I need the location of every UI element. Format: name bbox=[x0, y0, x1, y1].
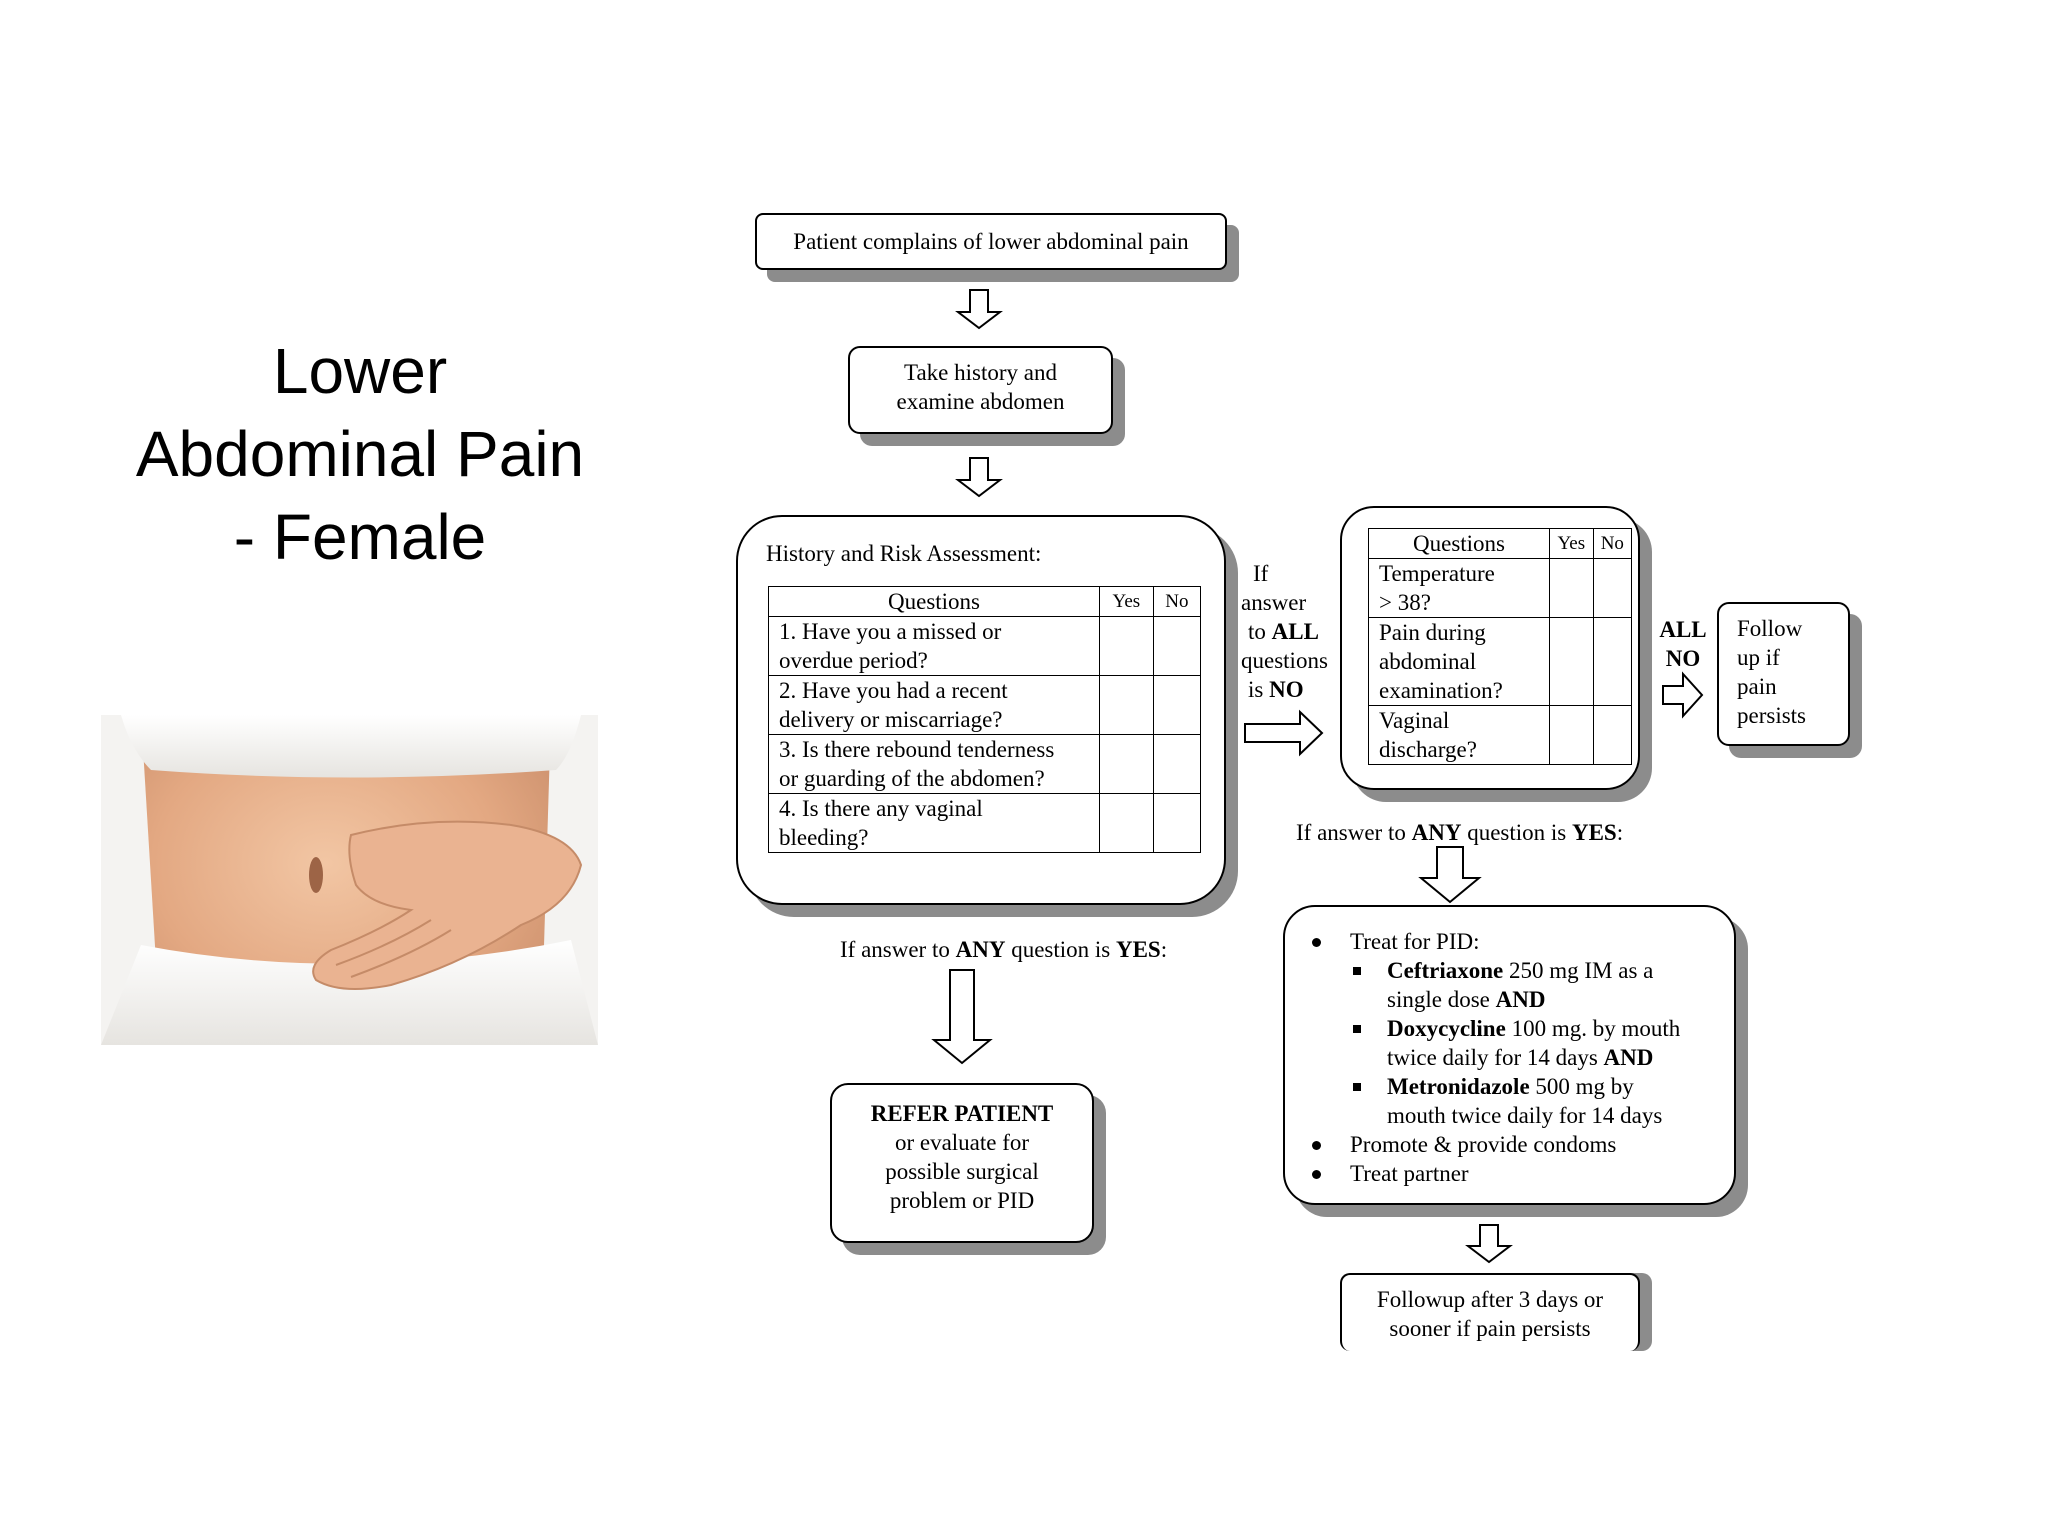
risk-heading: History and Risk Assessment: bbox=[766, 541, 1042, 566]
refer-patient-bold: REFER PATIENT bbox=[870, 1101, 1054, 1126]
down-arrow-1 bbox=[955, 289, 1003, 330]
risk-assessment-box: History and Risk Assessment: Questions Y… bbox=[736, 515, 1226, 905]
history-step-text: Take history and examine abdomen bbox=[896, 360, 1065, 414]
questions-header: Questions bbox=[1368, 528, 1550, 559]
yes-checkbox[interactable] bbox=[1549, 558, 1594, 618]
yes-header: Yes bbox=[1099, 586, 1154, 617]
all-no-label: If answer to ALL questions is NO bbox=[1241, 561, 1328, 702]
drug-metronidazole: Metronidazole 500 mg by mouth twice dail… bbox=[1353, 1072, 1734, 1130]
down-arrow-2 bbox=[955, 457, 1003, 498]
title-line-1: Lower bbox=[272, 335, 448, 407]
final-followup-box: Followup after 3 days or sooner if pain … bbox=[1340, 1273, 1640, 1351]
abdomen-photo-illustration bbox=[101, 715, 598, 1045]
yes-header: Yes bbox=[1549, 528, 1594, 559]
any-yes-left-label: If answer to ANY question is YES: bbox=[840, 937, 1168, 962]
no-checkbox[interactable] bbox=[1592, 617, 1633, 706]
no-checkbox[interactable] bbox=[1592, 705, 1633, 765]
yes-checkbox[interactable] bbox=[1549, 617, 1594, 706]
start-box: Patient complains of lower abdominal pai… bbox=[755, 213, 1227, 270]
no-header: No bbox=[1152, 586, 1202, 617]
yes-checkbox[interactable] bbox=[1099, 734, 1154, 794]
history-step-box: Take history and examine abdomen bbox=[848, 346, 1113, 434]
no-checkbox[interactable] bbox=[1592, 558, 1633, 618]
treat-partner-item: Treat partner bbox=[1312, 1159, 1734, 1188]
down-arrow-4 bbox=[1418, 846, 1482, 904]
yes-checkbox[interactable] bbox=[1099, 793, 1154, 853]
yes-checkbox[interactable] bbox=[1549, 705, 1594, 765]
no-header: No bbox=[1592, 528, 1633, 559]
all-no-right-label: ALL NO bbox=[1659, 617, 1707, 671]
condoms-item: Promote & provide condoms bbox=[1312, 1130, 1734, 1159]
no-checkbox[interactable] bbox=[1152, 734, 1202, 794]
treatment-box: Treat for PID: Ceftriaxone 250 mg IM as … bbox=[1283, 905, 1736, 1205]
abdomen-photo bbox=[101, 715, 598, 1045]
secondary-questions-box: Questions Yes No Temperature> 38? Pain d… bbox=[1340, 506, 1640, 790]
questions-header: Questions bbox=[768, 586, 1100, 617]
refer-patient-box: REFER PATIENT or evaluate for possible s… bbox=[830, 1083, 1094, 1243]
drug-doxycycline: Doxycycline 100 mg. by mouth twice daily… bbox=[1353, 1014, 1734, 1072]
question-cell: Temperature> 38? bbox=[1368, 558, 1550, 618]
table-row: Temperature> 38? bbox=[1368, 558, 1633, 618]
start-text: Patient complains of lower abdominal pai… bbox=[793, 229, 1189, 254]
title-line-2: Abdominal Pain bbox=[135, 418, 585, 490]
follow-up-box: Follow up if pain persists bbox=[1717, 602, 1850, 746]
drug-ceftriaxone: Ceftriaxone 250 mg IM as a single dose A… bbox=[1353, 956, 1734, 1014]
down-arrow-5 bbox=[1465, 1224, 1513, 1264]
right-arrow-1 bbox=[1244, 709, 1324, 757]
yes-checkbox[interactable] bbox=[1099, 616, 1154, 676]
title-line-3: - Female bbox=[233, 501, 487, 573]
no-checkbox[interactable] bbox=[1152, 793, 1202, 853]
secondary-questions-table: Questions Yes No Temperature> 38? Pain d… bbox=[1368, 528, 1633, 765]
treat-pid-item: Treat for PID: Ceftriaxone 250 mg IM as … bbox=[1312, 927, 1734, 1130]
yes-checkbox[interactable] bbox=[1099, 675, 1154, 735]
any-yes-right-label: If answer to ANY question is YES: bbox=[1296, 820, 1624, 845]
right-arrow-2 bbox=[1662, 671, 1704, 719]
risk-questions-table: Questions Yes No 1. Have you a missed or… bbox=[768, 586, 1202, 853]
no-checkbox[interactable] bbox=[1152, 616, 1202, 676]
down-arrow-3 bbox=[931, 969, 993, 1065]
slide-title: Lower Abdominal Pain - Female bbox=[80, 330, 640, 579]
no-checkbox[interactable] bbox=[1152, 675, 1202, 735]
